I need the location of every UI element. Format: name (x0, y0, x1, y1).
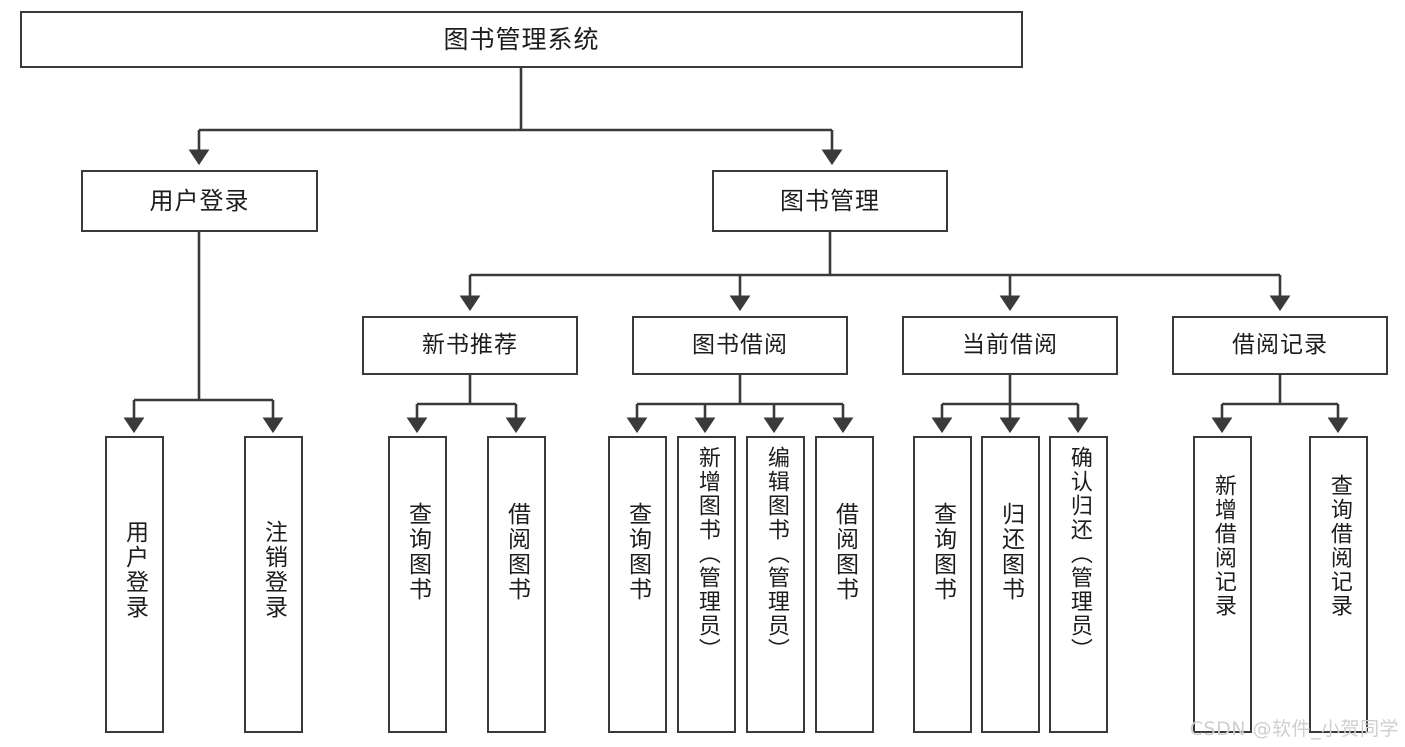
leaf-borrow-add-book-admin[interactable]: 新增图书（管理员） (677, 436, 736, 733)
node-current-borrow[interactable]: 当前借阅 (902, 316, 1118, 375)
leaf-borrow-borrow-book[interactable]: 借阅图书 (815, 436, 874, 733)
node-label: 图书管理系统 (443, 24, 600, 54)
leaf-current-confirm-return-admin[interactable]: 确认归还（管理员） (1049, 436, 1108, 733)
leaf-borrow-query-book[interactable]: 查询图书 (608, 436, 667, 733)
node-label: 查询借阅记录 (1326, 474, 1352, 618)
node-label: 归还图书 (997, 502, 1024, 602)
csdn-watermark: CSDN @软件_小贺同学 (1189, 718, 1399, 740)
node-label: 图书管理 (780, 186, 880, 215)
node-label: 查询图书 (929, 502, 956, 602)
node-label: 借阅图书 (831, 502, 858, 602)
node-label: 图书借阅 (692, 331, 788, 358)
node-user-login[interactable]: 用户登录 (81, 170, 318, 232)
node-label: 当前借阅 (962, 331, 1058, 358)
leaf-record-query-record[interactable]: 查询借阅记录 (1309, 436, 1368, 733)
node-new-book-recommend[interactable]: 新书推荐 (362, 316, 578, 375)
leaf-recommend-query-book[interactable]: 查询图书 (388, 436, 447, 733)
leaf-user-login-signin[interactable]: 用户登录 (105, 436, 164, 733)
node-label: 查询图书 (624, 502, 651, 602)
node-label: 新增借阅记录 (1210, 474, 1236, 618)
node-label: 用户登录 (121, 520, 148, 620)
leaf-recommend-borrow-book[interactable]: 借阅图书 (487, 436, 546, 733)
node-label: 借阅记录 (1232, 331, 1328, 358)
node-label: 新增图书（管理员） (694, 446, 720, 662)
leaf-record-add-record[interactable]: 新增借阅记录 (1193, 436, 1252, 733)
node-book-borrow[interactable]: 图书借阅 (632, 316, 848, 375)
node-label: 借阅图书 (503, 502, 530, 602)
node-label: 编辑图书（管理员） (763, 446, 789, 662)
node-borrow-record[interactable]: 借阅记录 (1172, 316, 1388, 375)
node-label: 确认归还（管理员） (1066, 446, 1092, 662)
leaf-current-query-book[interactable]: 查询图书 (913, 436, 972, 733)
leaf-borrow-edit-book-admin[interactable]: 编辑图书（管理员） (746, 436, 805, 733)
node-root-system[interactable]: 图书管理系统 (20, 11, 1023, 68)
node-label: 注销登录 (260, 520, 287, 620)
node-book-management[interactable]: 图书管理 (712, 170, 948, 232)
leaf-user-login-signout[interactable]: 注销登录 (244, 436, 303, 733)
node-label: 新书推荐 (422, 331, 518, 358)
leaf-current-return-book[interactable]: 归还图书 (981, 436, 1040, 733)
node-label: 用户登录 (149, 186, 250, 215)
node-label: 查询图书 (404, 502, 431, 602)
